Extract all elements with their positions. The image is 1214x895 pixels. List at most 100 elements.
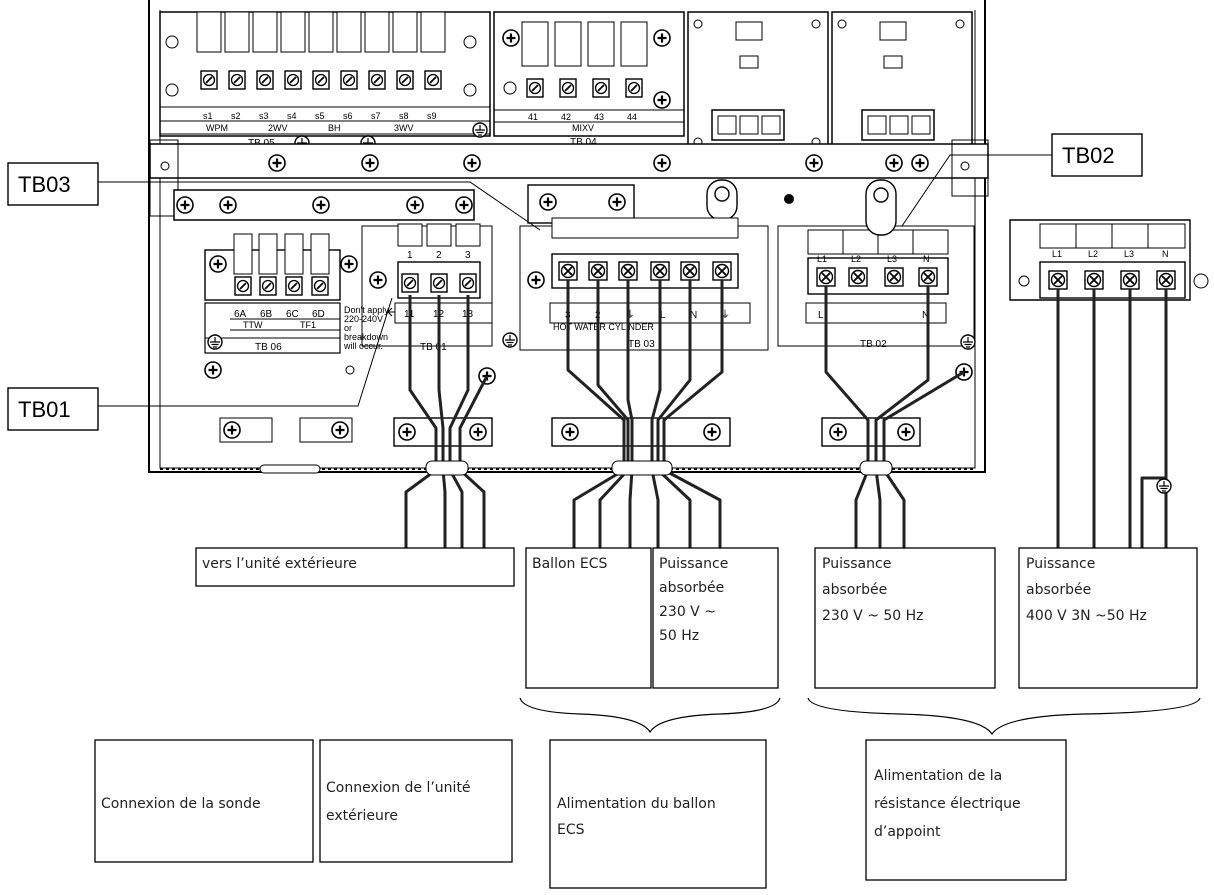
tb06-terminal-label: 6B <box>260 309 273 320</box>
tb03-sublabel: HOT WATER CYLINDER <box>553 322 654 332</box>
tb06-block <box>204 233 359 354</box>
tb06-terminal-label: 6C <box>286 309 299 320</box>
tb01-block <box>361 223 493 347</box>
tb05-terminal-label: s9 <box>427 111 437 121</box>
legend-heater-supply: Alimentation de la résistance électrique… <box>865 739 1067 881</box>
warning-text: Don't apply 220-240V or breakdown will o… <box>343 305 400 351</box>
tb04-clips <box>521 21 648 98</box>
tb03-terminal-label: N <box>690 310 697 321</box>
callout-tb02: TB02 <box>901 133 1143 227</box>
svg-text:Puissance: Puissance <box>1026 556 1095 572</box>
svg-text:50 Hz: 50 Hz <box>659 628 699 644</box>
svg-text:résistance électrique: résistance électrique <box>874 796 1021 812</box>
tb02-terminal-label: L <box>818 310 824 321</box>
svg-text:TB03: TB03 <box>18 172 71 197</box>
svg-text:400 V 3N ~50 Hz: 400 V 3N ~50 Hz <box>1026 608 1147 624</box>
svg-text:breakdown: breakdown <box>344 332 388 342</box>
tb05-group-label: BH <box>328 123 341 133</box>
svg-text:d’appoint: d’appoint <box>874 824 941 840</box>
tb05-terminal-label: s6 <box>343 111 353 121</box>
svg-text:Puissance: Puissance <box>659 556 728 572</box>
tb06-title: TB 06 <box>255 342 282 353</box>
svg-text:absorbée: absorbée <box>1026 582 1091 598</box>
svg-text:220-240V: 220-240V <box>344 314 383 324</box>
svg-text:Alimentation du ballon: Alimentation du ballon <box>557 796 716 812</box>
tb02-top-label: L3 <box>887 254 897 264</box>
tb05-terminal-label: s1 <box>203 111 213 121</box>
callout-tb03: TB03 <box>7 162 541 231</box>
tb06-group-label: TF1 <box>300 320 316 330</box>
svg-text:TB01: TB01 <box>18 397 71 422</box>
brace-cylinder <box>519 697 781 734</box>
extra-top-label: L3 <box>1124 249 1134 259</box>
svg-text:Ballon ECS: Ballon ECS <box>532 556 607 572</box>
extra-top-label: L1 <box>1052 249 1062 259</box>
svg-text:absorbée: absorbée <box>822 582 887 598</box>
tb01-title: TB 01 <box>420 342 447 353</box>
tb02-top-label: L1 <box>817 254 827 264</box>
tb03-title: TB 03 <box>628 339 655 350</box>
box-cylinder: Ballon ECS <box>525 547 652 689</box>
wires <box>404 280 1168 548</box>
tb01-top-number: 2 <box>436 250 442 261</box>
svg-text:Connexion de la sonde: Connexion de la sonde <box>101 796 261 812</box>
svg-text:Connexion de l’unité: Connexion de l’unité <box>326 780 471 796</box>
tb02-terminal-label: N <box>922 310 929 321</box>
tb05-group-label: 2WV <box>268 123 288 133</box>
tb03-block <box>519 179 769 351</box>
tb06-terminal-label: 6A <box>234 309 247 320</box>
tb02-title: TB 02 <box>860 339 887 350</box>
tb05-terminal-label: s2 <box>231 111 241 121</box>
svg-text:Alimentation de la: Alimentation de la <box>874 768 1002 784</box>
tb02-top-label: N <box>923 254 930 264</box>
svg-text:230 V ~: 230 V ~ <box>659 604 716 620</box>
tb04-title: TB 04 <box>570 137 597 148</box>
legend-probe: Connexion de la sonde <box>94 739 314 863</box>
svg-text:absorbée: absorbée <box>659 580 724 596</box>
svg-text:vers l’unité extérieure: vers l’unité extérieure <box>202 556 357 572</box>
tb05-screws <box>200 70 442 90</box>
tb05-terminal-label: s4 <box>287 111 297 121</box>
tb02-top-label: L2 <box>851 254 861 264</box>
tb06-group-label: TTW <box>243 320 263 330</box>
tb05-terminal-label: s7 <box>371 111 381 121</box>
tb06-terminal-label: 6D <box>312 309 325 320</box>
tb03-terminal-label: ⏚ <box>625 309 635 321</box>
tb04-terminal-label: 43 <box>594 112 604 122</box>
svg-text:extérieure: extérieure <box>326 808 398 824</box>
tb05-terminal-label: s3 <box>259 111 269 121</box>
tb05-top-clips <box>196 11 446 53</box>
extra-terminal-block <box>1009 219 1209 301</box>
svg-text:TB02: TB02 <box>1062 143 1115 168</box>
tb04-terminal-label: 44 <box>627 112 637 122</box>
svg-text:Puissance: Puissance <box>822 556 891 572</box>
tb05-terminal-label: s8 <box>399 111 409 121</box>
callout-tb01: TB01 <box>7 297 393 431</box>
legend-outdoor-unit: Connexion de l’unité extérieure <box>319 739 513 863</box>
tb05-group-label: WPM <box>206 123 228 133</box>
box-power-400: Puissance absorbée 400 V 3N ~50 Hz <box>1018 547 1198 689</box>
box-power-230: Puissance absorbée 230 V ~ 50 Hz <box>814 547 996 689</box>
legend-cylinder-supply: Alimentation du ballon ECS <box>549 739 767 889</box>
tb03-terminal-label: L <box>660 310 666 321</box>
tb04-group-label: MIXV <box>572 123 594 133</box>
tb04-terminal-label: 42 <box>561 112 571 122</box>
brace-heater <box>807 697 1201 736</box>
box-power-ecs: Puissance absorbée 230 V ~ 50 Hz <box>652 547 779 689</box>
tb03-terminal-label: ⏚ <box>720 309 730 321</box>
extra-top-label: N <box>1162 249 1169 259</box>
svg-text:ECS: ECS <box>557 822 585 838</box>
tb01-top-number: 3 <box>465 250 471 261</box>
box-outdoor-unit: vers l’unité extérieure <box>195 547 515 587</box>
control-board: s1 s2 s3 s4 s5 s6 s7 s8 s9 WPM 2WV BH 3W… <box>148 0 989 474</box>
svg-text:Don't apply: Don't apply <box>344 305 389 315</box>
tb04-terminal-label: 41 <box>528 112 538 122</box>
extra-top-label: L2 <box>1088 249 1098 259</box>
tb02-block <box>777 179 975 347</box>
svg-text:230 V ~ 50 Hz: 230 V ~ 50 Hz <box>822 608 924 624</box>
tb01-top-number: 1 <box>407 250 413 261</box>
tb05-terminal-label: s5 <box>315 111 325 121</box>
svg-text:or: or <box>344 323 352 333</box>
tb05-group-label: 3WV <box>394 123 414 133</box>
